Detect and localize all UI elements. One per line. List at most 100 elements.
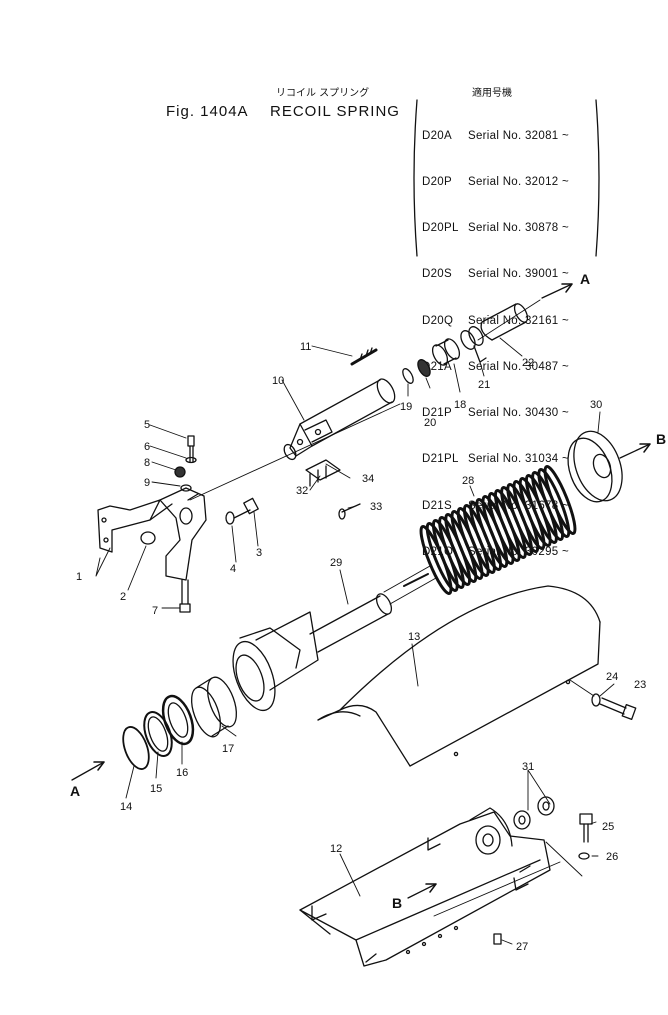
callout-25: 25 xyxy=(602,821,614,833)
serial-model: D21S xyxy=(422,499,452,512)
marker-b-right: B xyxy=(656,431,666,447)
part-nut-18 xyxy=(431,338,461,366)
spring-coil xyxy=(543,465,577,535)
serial-model: D20Q xyxy=(422,314,454,327)
callout-14: 14 xyxy=(120,801,132,813)
part-washer-6 xyxy=(185,456,197,464)
part-bolt-3 xyxy=(233,497,259,519)
part-nut-20 xyxy=(417,359,431,377)
part-guard-12 xyxy=(299,807,551,967)
upper-centerline xyxy=(477,299,541,341)
serial-number: Serial No. 32012 ~ xyxy=(468,176,569,189)
part-washer-24 xyxy=(591,693,601,707)
serial-number: Serial No. 30430 ~ xyxy=(468,407,569,420)
callout-28: 28 xyxy=(462,475,474,487)
serial-number: Serial No. 30878 ~ xyxy=(468,222,569,235)
callout-18: 18 xyxy=(454,399,466,411)
part-plate-32 xyxy=(305,459,341,487)
callout-9: 9 xyxy=(144,477,150,489)
serial-number: Serial No. 39001 ~ xyxy=(468,268,569,281)
arrow-a-upper xyxy=(541,283,573,299)
callout-17: 17 xyxy=(222,743,234,755)
callout-group: 1 2 3 4 5 6 8 9 7 10 11 12 13 14 15 16 1… xyxy=(76,341,646,953)
part-bolt-5 xyxy=(187,435,195,463)
marker-a-upper: A xyxy=(580,271,590,287)
callout-7: 7 xyxy=(152,605,158,617)
serial-number: Serial No. 30487 ~ xyxy=(468,360,569,373)
part-washer-19 xyxy=(402,368,414,384)
callout-10: 10 xyxy=(272,375,284,387)
callout-12: 12 xyxy=(330,843,342,855)
callout-13: 13 xyxy=(408,631,420,643)
callout-32: 32 xyxy=(296,485,308,497)
arrow-a-lower xyxy=(71,761,105,781)
callout-3: 3 xyxy=(256,547,262,559)
callout-26: 26 xyxy=(606,851,618,863)
callout-1: 1 xyxy=(76,571,82,583)
applicable-models-label: 適用号機 xyxy=(472,88,512,99)
part-rod-22 xyxy=(480,303,529,341)
part-pin-2 xyxy=(140,531,156,545)
part-bolt-33 xyxy=(338,503,361,520)
part-cylinder-10 xyxy=(283,378,396,461)
callout-2: 2 xyxy=(120,591,126,603)
part-bolt-7 xyxy=(179,579,191,613)
part-collar-17 xyxy=(190,676,238,738)
serial-number: Serial No. 32081 ~ xyxy=(468,129,569,142)
callout-22: 22 xyxy=(522,357,534,369)
serial-list-right-bracket xyxy=(595,99,600,257)
serial-number: Serial No. 31034 ~ xyxy=(468,453,569,466)
callout-24: 24 xyxy=(606,671,618,683)
callout-4: 4 xyxy=(230,563,236,575)
part-cover-13 xyxy=(317,585,601,767)
serial-model-list: D20A D20P D20PL D20S D20Q D21A D21P D21P… xyxy=(422,98,459,576)
japanese-title: リコイル スプリング xyxy=(276,88,370,99)
part-spring-28 xyxy=(419,465,577,595)
callout-20: 20 xyxy=(424,417,436,429)
callout-31: 31 xyxy=(522,761,534,773)
serial-model: D20S xyxy=(422,268,452,281)
arrow-b-right xyxy=(619,443,651,459)
callout-29: 29 xyxy=(330,557,342,569)
callout-21: 21 xyxy=(478,379,490,391)
part-snap-ring-14 xyxy=(122,726,150,770)
callout-33: 33 xyxy=(370,501,382,513)
serial-model: D21P xyxy=(422,407,452,420)
part-bracket-1 xyxy=(97,487,207,581)
marker-group: A B A B xyxy=(70,271,666,911)
callout-11: 11 xyxy=(300,341,311,353)
serial-model: D21PL xyxy=(422,453,459,466)
callout-34: 34 xyxy=(362,473,374,485)
part-cap-30 xyxy=(567,430,623,503)
spring-coil xyxy=(537,468,571,538)
part-washer-4 xyxy=(225,511,235,525)
marker-a-lower: A xyxy=(70,783,80,799)
part-washer-26 xyxy=(578,852,590,860)
part-nut-8 xyxy=(174,466,186,478)
callout-19: 19 xyxy=(400,401,412,413)
serial-list-left-bracket xyxy=(413,99,418,257)
part-bolt-25 xyxy=(579,813,593,843)
callout-6: 6 xyxy=(144,441,150,453)
arrow-b-guard xyxy=(407,883,437,899)
figure-number: Fig. 1404A xyxy=(166,103,249,120)
part-ring-15 xyxy=(143,711,173,757)
serial-model: D20PL xyxy=(422,222,459,235)
callout-30: 30 xyxy=(590,399,602,411)
callout-27: 27 xyxy=(516,941,528,953)
serial-model: D20P xyxy=(422,176,452,189)
callout-23: 23 xyxy=(634,679,646,691)
callout-16: 16 xyxy=(176,767,188,779)
callout-8: 8 xyxy=(144,457,150,469)
part-pin-27 xyxy=(493,933,502,945)
callout-5: 5 xyxy=(144,419,150,431)
serial-model: D20A xyxy=(422,129,452,142)
callout-15: 15 xyxy=(150,783,162,795)
page-title: RECOIL SPRING xyxy=(270,103,400,120)
marker-b-guard: B xyxy=(392,895,402,911)
part-rod-29 xyxy=(232,565,437,712)
leader-lines xyxy=(95,337,615,945)
part-washer-9 xyxy=(180,484,192,492)
part-fitting-11 xyxy=(350,347,378,366)
part-nuts-31 xyxy=(513,796,555,830)
